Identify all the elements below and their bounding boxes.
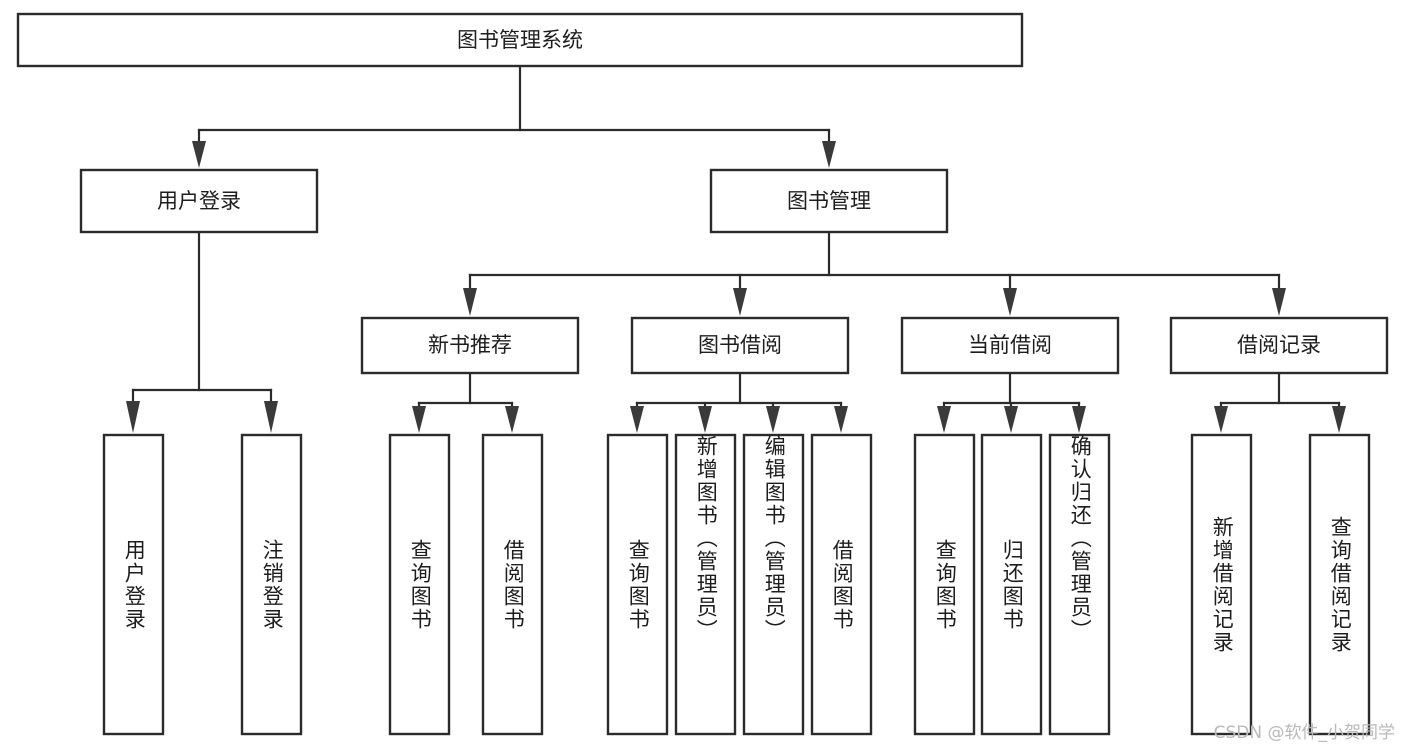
arrow-br-leaf-2 bbox=[1332, 406, 1346, 433]
connector-group-current-borrow bbox=[937, 371, 1086, 433]
connector-group-book-borrow bbox=[630, 371, 848, 433]
leaf-node-add-book-admin[interactable] bbox=[674, 433, 737, 736]
leaf-node-borrow-book-bb[interactable] bbox=[810, 433, 873, 736]
arrow-to-book-mgmt bbox=[822, 141, 836, 168]
connector-group-new-book-rec bbox=[412, 371, 519, 433]
arrow-nbr-leaf-1 bbox=[412, 406, 426, 433]
label-current-borrow: 当前借阅 bbox=[968, 333, 1052, 357]
arrow-to-user-login bbox=[192, 141, 206, 168]
arrow-nbr-leaf-2 bbox=[505, 406, 519, 433]
arrow-br-leaf-1 bbox=[1214, 406, 1228, 433]
arrow-to-new-book-rec bbox=[463, 288, 477, 316]
connector-group-user-login bbox=[126, 230, 278, 433]
node-user-login[interactable] bbox=[79, 168, 319, 234]
arrow-bb-leaf-4 bbox=[834, 406, 848, 433]
leaf-node-query-book-cb[interactable] bbox=[913, 433, 976, 736]
arrow-leaf-logout bbox=[264, 401, 278, 433]
label-book-management: 图书管理 bbox=[787, 189, 871, 213]
leaf-node-borrow-book-nbr[interactable] bbox=[481, 433, 544, 736]
label-book-borrow: 图书借阅 bbox=[698, 333, 782, 357]
arrow-cb-leaf-1 bbox=[937, 406, 951, 433]
arrow-leaf-user-login bbox=[126, 401, 140, 433]
label-root: 图书管理系统 bbox=[457, 28, 583, 52]
leaf-node-user-login[interactable] bbox=[102, 433, 165, 736]
node-current-borrow[interactable] bbox=[900, 316, 1120, 375]
leaf-node-query-book-nbr[interactable] bbox=[388, 433, 451, 736]
arrow-bb-leaf-3 bbox=[766, 406, 780, 433]
leaf-node-confirm-return-admin[interactable] bbox=[1048, 433, 1111, 736]
label-new-book-recommend: 新书推荐 bbox=[428, 333, 512, 357]
node-borrow-record[interactable] bbox=[1169, 316, 1389, 375]
leaf-node-edit-book-admin[interactable] bbox=[742, 433, 805, 736]
node-book-management[interactable] bbox=[709, 168, 949, 234]
arrow-cb-leaf-3 bbox=[1072, 406, 1086, 433]
arrow-bb-leaf-1 bbox=[630, 406, 644, 433]
arrow-cb-leaf-2 bbox=[1004, 406, 1018, 433]
arrow-bb-leaf-2 bbox=[698, 406, 712, 433]
node-new-book-recommend[interactable] bbox=[360, 316, 580, 375]
arrow-to-book-borrow bbox=[733, 288, 747, 316]
connector-group-book-mgmt bbox=[463, 230, 1286, 316]
leaf-node-query-book-bb[interactable] bbox=[606, 433, 669, 736]
leaf-node-logout[interactable] bbox=[240, 433, 303, 736]
leaf-node-add-borrow-record[interactable] bbox=[1190, 433, 1253, 736]
node-book-borrow[interactable] bbox=[630, 316, 850, 375]
connector-group-borrow-record bbox=[1214, 371, 1346, 433]
arrow-to-current-borrow bbox=[1003, 288, 1017, 316]
csdn-watermark: CSDN @软件_小贺同学 bbox=[1213, 723, 1395, 743]
leaf-node-query-borrow-record[interactable] bbox=[1308, 433, 1371, 736]
node-root-book-management-system[interactable] bbox=[16, 12, 1024, 68]
label-user-login: 用户登录 bbox=[157, 189, 241, 213]
leaf-node-return-book[interactable] bbox=[980, 433, 1043, 736]
arrow-to-borrow-record bbox=[1272, 288, 1286, 316]
connector-group-root bbox=[192, 64, 836, 168]
label-borrow-record: 借阅记录 bbox=[1237, 333, 1321, 357]
